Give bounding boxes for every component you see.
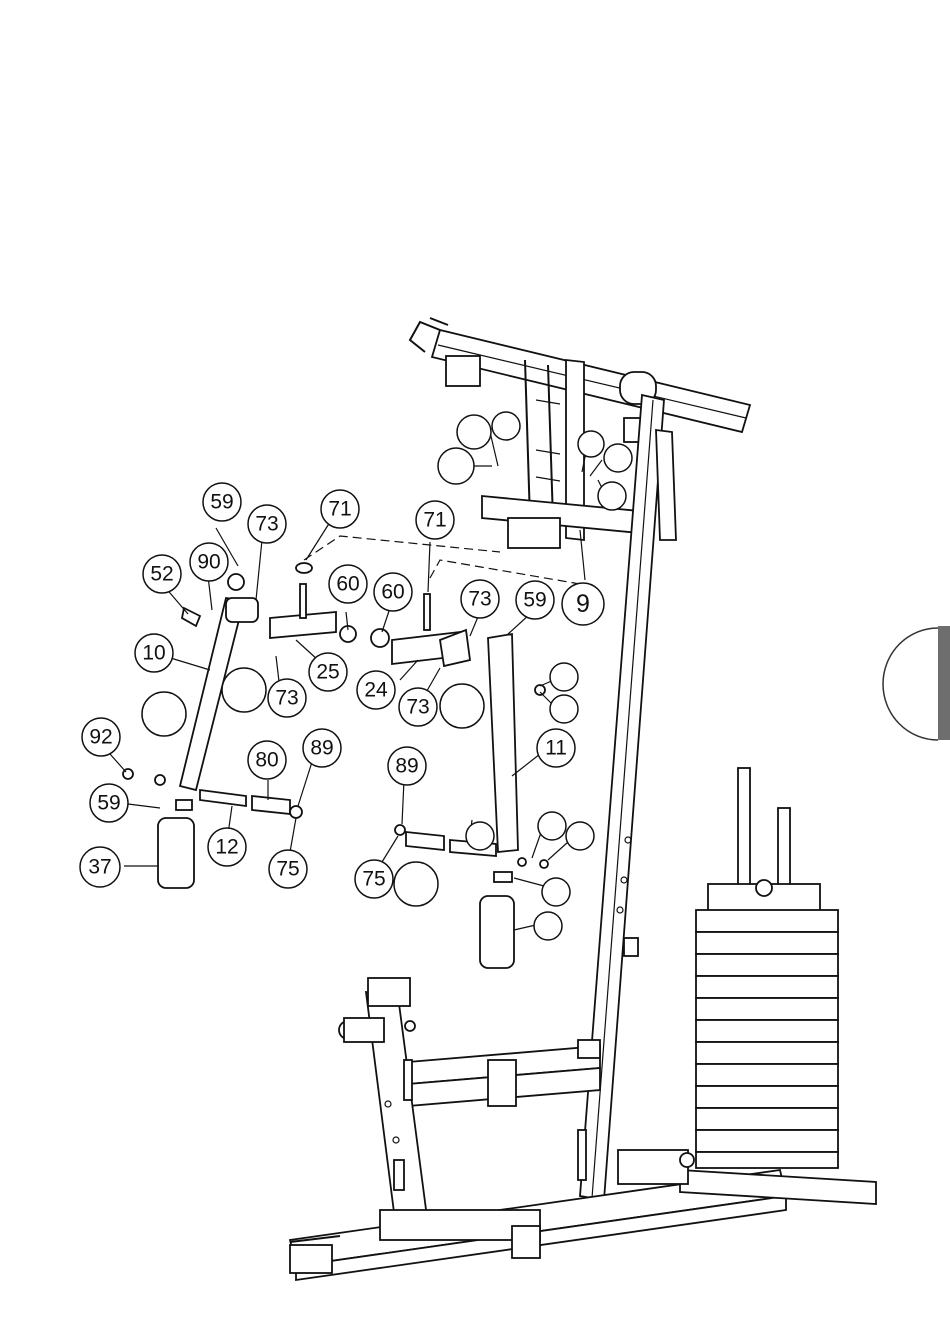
callout-73: 73 [399, 688, 437, 726]
callout-59: 59 [90, 784, 128, 822]
callout-80: 80 [248, 741, 286, 779]
callout-24: 24 [357, 671, 395, 709]
empty-callout [466, 822, 494, 850]
callout-label: 71 [423, 509, 446, 532]
callout-label: 59 [210, 491, 233, 514]
empty-callout [604, 444, 632, 472]
callout-73: 73 [268, 679, 306, 717]
callout-label: 60 [336, 573, 359, 596]
callout-label: 92 [89, 726, 112, 749]
callout-59: 59 [203, 483, 241, 521]
empty-callout [578, 431, 604, 457]
empty-callout [542, 878, 570, 906]
callout-label: 73 [275, 687, 298, 710]
callout-label: 52 [150, 563, 173, 586]
callout-60: 60 [329, 565, 367, 603]
empty-callout [222, 668, 266, 712]
callout-52: 52 [143, 555, 181, 593]
empty-callout [538, 812, 566, 840]
callout-60: 60 [374, 573, 412, 611]
callout-71: 71 [416, 501, 454, 539]
half-circle-tab-icon [883, 626, 950, 740]
callout-label: 80 [255, 749, 278, 772]
callout-label: 12 [215, 836, 238, 859]
callout-label: 11 [545, 737, 567, 760]
callout-75: 75 [355, 860, 393, 898]
callout-label: 24 [364, 679, 388, 702]
callout-73: 73 [248, 505, 286, 543]
empty-callout [598, 482, 626, 510]
callout-75: 75 [269, 850, 307, 888]
empty-callout [438, 448, 474, 484]
callout-label: 25 [316, 661, 339, 684]
callout-label: 75 [276, 858, 299, 881]
callout-label: 71 [328, 498, 351, 521]
empty-callout [550, 695, 578, 723]
empty-callout [492, 412, 520, 440]
empty-callout [142, 692, 186, 736]
callout-11: 11 [537, 729, 575, 767]
callout-92: 92 [82, 718, 120, 756]
callout-9: 9 [562, 583, 604, 625]
callout-label: 59 [97, 792, 120, 815]
callout-label: 73 [468, 588, 491, 611]
empty-callout [566, 822, 594, 850]
callout-label: 10 [142, 642, 165, 665]
empty-callout [550, 663, 578, 691]
callout-25: 25 [309, 653, 347, 691]
callout-10: 10 [135, 634, 173, 672]
empty-callout [457, 415, 491, 449]
callout-12: 12 [208, 828, 246, 866]
callout-73: 73 [461, 580, 499, 618]
callout-label: 37 [88, 856, 111, 879]
callout-label: 9 [576, 590, 590, 618]
callout-label: 89 [310, 737, 333, 760]
callout-89: 89 [388, 747, 426, 785]
weight-stack [696, 768, 838, 1168]
callout-label: 75 [362, 868, 385, 891]
callout-89: 89 [303, 729, 341, 767]
callout-label: 73 [406, 696, 429, 719]
callout-71: 71 [321, 490, 359, 528]
empty-callout [394, 862, 438, 906]
callout-37: 37 [80, 847, 120, 887]
empty-callout [440, 684, 484, 728]
callout-label: 89 [395, 755, 418, 778]
callout-59: 59 [516, 581, 554, 619]
callout-label: 73 [255, 513, 278, 536]
callout-90: 90 [190, 543, 228, 581]
callout-label: 59 [523, 589, 546, 612]
callout-label: 90 [197, 551, 220, 574]
callout-label: 60 [381, 581, 404, 604]
empty-callout [534, 912, 562, 940]
